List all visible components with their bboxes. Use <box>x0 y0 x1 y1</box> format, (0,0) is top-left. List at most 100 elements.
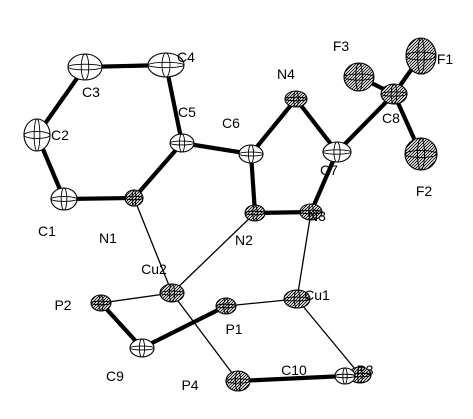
axis-major-p1 <box>215 303 237 309</box>
hatch-line <box>300 204 322 220</box>
axis-minor-c2 <box>33 118 41 152</box>
hatch-line <box>405 138 437 170</box>
axis-major-c2 <box>23 131 51 139</box>
axis-minor-f2 <box>417 137 425 171</box>
hatch-line <box>381 84 407 104</box>
hatch-line <box>226 371 250 391</box>
axis-major-p4 <box>225 378 251 384</box>
label-f3: F3 <box>333 38 350 54</box>
bond-c4-c5 <box>163 62 185 146</box>
atom-n1 <box>124 189 144 207</box>
atom-p2 <box>90 294 112 312</box>
hatch-line <box>226 371 250 391</box>
hatch-line <box>226 371 250 391</box>
atom-cu2 <box>159 283 185 303</box>
ellipsoid-c2 <box>23 118 51 152</box>
hatch-line <box>245 205 265 221</box>
hatch-line <box>405 138 437 170</box>
label-cu1: Cu1 <box>304 287 330 303</box>
hatch-line <box>344 63 374 91</box>
atom-c9 <box>129 338 155 358</box>
atom-f1 <box>405 37 437 75</box>
axis-minor-c10 <box>342 367 348 385</box>
axis-major-c9 <box>129 345 155 351</box>
axis-minor-c7 <box>333 141 341 163</box>
hatch-line <box>216 298 236 314</box>
ellipsoid-c9 <box>129 338 155 358</box>
label-c7: C7 <box>320 162 338 178</box>
axis-major-n1 <box>124 195 144 201</box>
bond-n1-cu2 <box>133 197 173 294</box>
hatch-line <box>125 190 143 206</box>
axis-minor-c9 <box>138 338 146 358</box>
axis-minor-p4 <box>234 370 242 392</box>
bond-n3-cu1 <box>296 211 312 300</box>
atoms-layer <box>23 37 438 392</box>
axis-minor-f1 <box>417 37 425 75</box>
label-cu2: Cu2 <box>141 261 167 277</box>
hatch-line <box>381 84 407 104</box>
hatch-line <box>344 63 374 91</box>
label-c8: C8 <box>382 110 400 126</box>
axis-major-cu1 <box>283 296 311 302</box>
label-p3: P3 <box>356 362 373 378</box>
hatch-line <box>285 91 307 107</box>
label-c2: C2 <box>51 127 69 143</box>
hatch-line <box>245 205 265 221</box>
hatch-line <box>160 284 184 302</box>
hatch-line <box>406 38 436 74</box>
axis-major-c7 <box>322 149 352 155</box>
hatch-line <box>406 38 436 74</box>
hatching-f1 <box>406 38 436 74</box>
atom-c8 <box>380 83 408 105</box>
hatch-line <box>285 91 307 107</box>
hatch-line <box>344 63 374 91</box>
hatching-cu1 <box>284 290 310 308</box>
atom-c2 <box>23 118 51 152</box>
label-c6: C6 <box>222 115 240 131</box>
hatch-line <box>406 38 436 74</box>
hatch-line <box>349 367 371 383</box>
axis-minor-p3 <box>357 366 363 384</box>
hatch-line <box>405 138 437 170</box>
hatch-line <box>300 204 322 220</box>
hatch-line <box>160 284 184 302</box>
atom-c7 <box>322 141 352 163</box>
hatch-line <box>285 91 307 107</box>
hatch-line <box>349 367 371 383</box>
hatch-line <box>381 84 407 104</box>
hatch-line <box>349 367 371 383</box>
ellipsoid-c10 <box>334 367 356 385</box>
hatch-line <box>284 290 310 308</box>
atom-p4 <box>225 370 251 392</box>
hatch-line <box>344 63 374 91</box>
hatch-line <box>344 63 374 91</box>
hatch-line <box>226 371 250 391</box>
hatching-p2 <box>91 295 111 311</box>
hatch-line <box>344 63 374 91</box>
bond-c6-n4 <box>248 96 299 157</box>
label-c1: C1 <box>38 223 56 239</box>
axis-minor-c8 <box>390 83 398 105</box>
atom-cu1 <box>283 289 311 309</box>
hatch-line <box>405 138 437 170</box>
bond-c9-p1 <box>139 303 229 351</box>
hatch-line <box>226 371 250 391</box>
label-c10: C10 <box>281 362 307 378</box>
axis-major-c10 <box>334 373 356 379</box>
ellipsoid-c3 <box>67 53 103 81</box>
axis-minor-n1 <box>131 189 137 207</box>
hatch-line <box>91 295 111 311</box>
hatch-line <box>245 205 265 221</box>
axis-minor-n2 <box>252 204 258 222</box>
hatch-line <box>284 290 310 308</box>
ellipsoid-c6 <box>238 144 264 164</box>
hatch-line <box>160 284 184 302</box>
hatch-line <box>285 91 307 107</box>
axis-major-f1 <box>405 51 437 61</box>
atom-c1 <box>50 187 78 211</box>
atom-c10 <box>334 367 356 385</box>
hatch-line <box>216 298 236 314</box>
